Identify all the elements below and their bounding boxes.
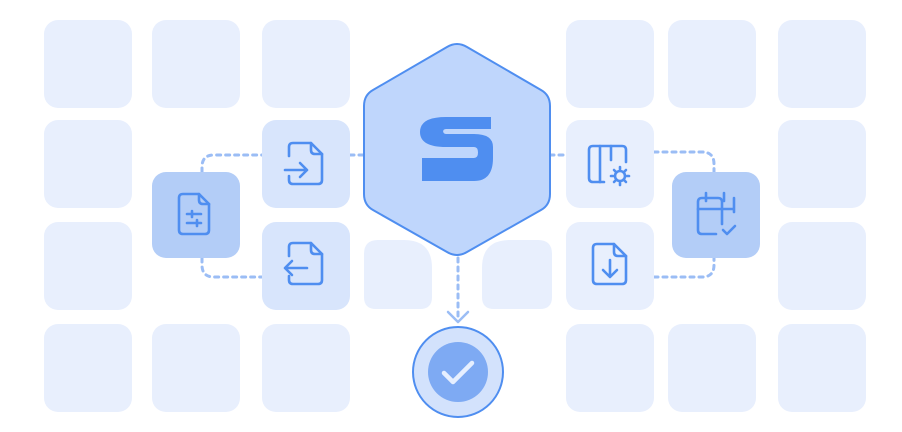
connector-board-calendar bbox=[652, 150, 716, 174]
tile-file-export[interactable] bbox=[262, 222, 350, 310]
background-tile bbox=[262, 20, 350, 108]
connector-download-calendar bbox=[652, 256, 716, 279]
background-tile bbox=[262, 324, 350, 412]
tile-calendar[interactable] bbox=[672, 172, 760, 258]
background-tile bbox=[778, 222, 866, 310]
tile-board-settings[interactable] bbox=[566, 120, 654, 208]
hub-node[interactable] bbox=[363, 43, 551, 256]
tile-file-settings[interactable] bbox=[152, 172, 240, 258]
background-tile bbox=[668, 20, 756, 108]
hub-hexagon bbox=[363, 43, 551, 256]
tile-file-import[interactable] bbox=[262, 120, 350, 208]
background-tile bbox=[778, 120, 866, 208]
file-download-icon bbox=[591, 242, 628, 286]
arrow-down-icon bbox=[446, 310, 470, 324]
file-settings-icon bbox=[177, 192, 211, 236]
background-tiles bbox=[44, 20, 866, 412]
result-node[interactable] bbox=[412, 326, 504, 418]
background-tile bbox=[668, 324, 756, 412]
background-tile bbox=[152, 20, 240, 108]
connector-source-import bbox=[200, 153, 264, 174]
tile-under-hub-left bbox=[364, 240, 432, 309]
connector-source-export bbox=[200, 256, 264, 279]
background-tile bbox=[44, 120, 132, 208]
background-tile bbox=[566, 324, 654, 412]
background-tile bbox=[152, 324, 240, 412]
background-tile bbox=[778, 324, 866, 412]
s-logo-icon bbox=[420, 117, 493, 181]
tile-file-download[interactable] bbox=[566, 222, 654, 310]
background-tile bbox=[44, 324, 132, 412]
background-tile bbox=[778, 20, 866, 108]
calendar-check-icon bbox=[696, 191, 737, 236]
background-tile bbox=[44, 222, 132, 310]
background-tile bbox=[44, 20, 132, 108]
file-export-icon bbox=[283, 241, 324, 286]
checkmark-icon bbox=[441, 360, 475, 385]
board-settings-icon bbox=[587, 144, 631, 187]
tile-under-hub-right bbox=[482, 240, 552, 309]
file-import-icon bbox=[283, 141, 324, 186]
background-tile bbox=[566, 20, 654, 108]
connectors bbox=[200, 150, 716, 320]
